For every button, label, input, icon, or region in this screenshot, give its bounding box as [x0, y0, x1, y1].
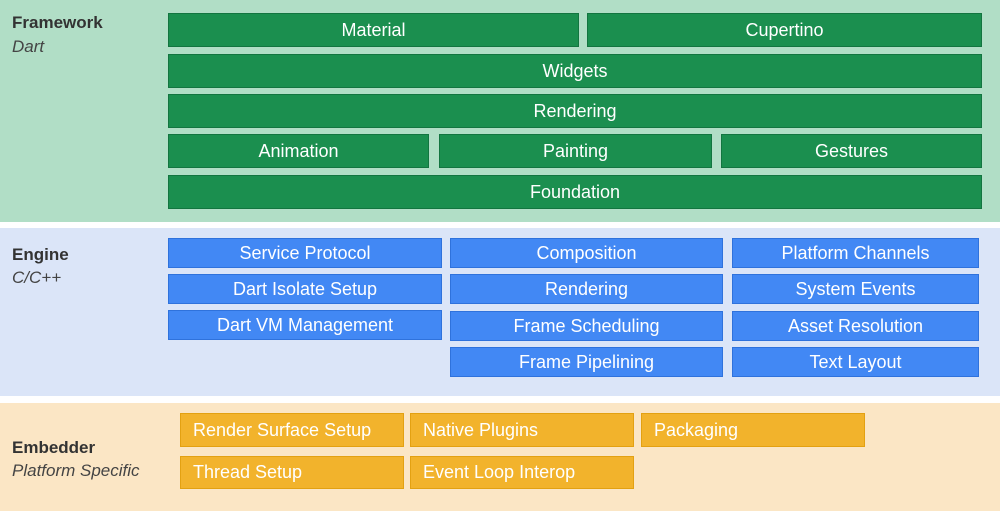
- widgets-block: Widgets: [168, 54, 982, 88]
- system-events-block: System Events: [732, 274, 979, 304]
- framework-title: Framework: [12, 13, 103, 32]
- embedder-subtitle: Platform Specific: [12, 461, 140, 480]
- platform-channels-block: Platform Channels: [732, 238, 979, 268]
- text-layout-block: Text Layout: [732, 347, 979, 377]
- material-block: Material: [168, 13, 579, 47]
- gestures-block: Gestures: [721, 134, 982, 168]
- painting-block: Painting: [439, 134, 712, 168]
- framework-layer: Framework Dart Material Cupertino Widget…: [0, 0, 1000, 222]
- composition-block: Composition: [450, 238, 723, 268]
- embedder-layer: Embedder Platform Specific Render Surfac…: [0, 403, 1000, 511]
- engine-title: Engine: [12, 245, 69, 264]
- service-protocol-block: Service Protocol: [168, 238, 442, 268]
- thread-setup-block: Thread Setup: [180, 456, 404, 489]
- framework-subtitle: Dart: [12, 37, 45, 56]
- animation-block: Animation: [168, 134, 429, 168]
- engine-layer: Engine C/C++ Service Protocol Dart Isola…: [0, 228, 1000, 396]
- render-surface-setup-block: Render Surface Setup: [180, 413, 404, 447]
- framework-rendering-block: Rendering: [168, 94, 982, 128]
- frame-scheduling-block: Frame Scheduling: [450, 311, 723, 341]
- cupertino-block: Cupertino: [587, 13, 982, 47]
- packaging-block: Packaging: [641, 413, 865, 447]
- foundation-block: Foundation: [168, 175, 982, 209]
- native-plugins-block: Native Plugins: [410, 413, 634, 447]
- event-loop-interop-block: Event Loop Interop: [410, 456, 634, 489]
- dart-vm-management-block: Dart VM Management: [168, 310, 442, 340]
- asset-resolution-block: Asset Resolution: [732, 311, 979, 341]
- engine-subtitle: C/C++: [12, 268, 62, 287]
- engine-rendering-block: Rendering: [450, 274, 723, 304]
- embedder-title: Embedder: [12, 438, 96, 457]
- dart-isolate-setup-block: Dart Isolate Setup: [168, 274, 442, 304]
- frame-pipelining-block: Frame Pipelining: [450, 347, 723, 377]
